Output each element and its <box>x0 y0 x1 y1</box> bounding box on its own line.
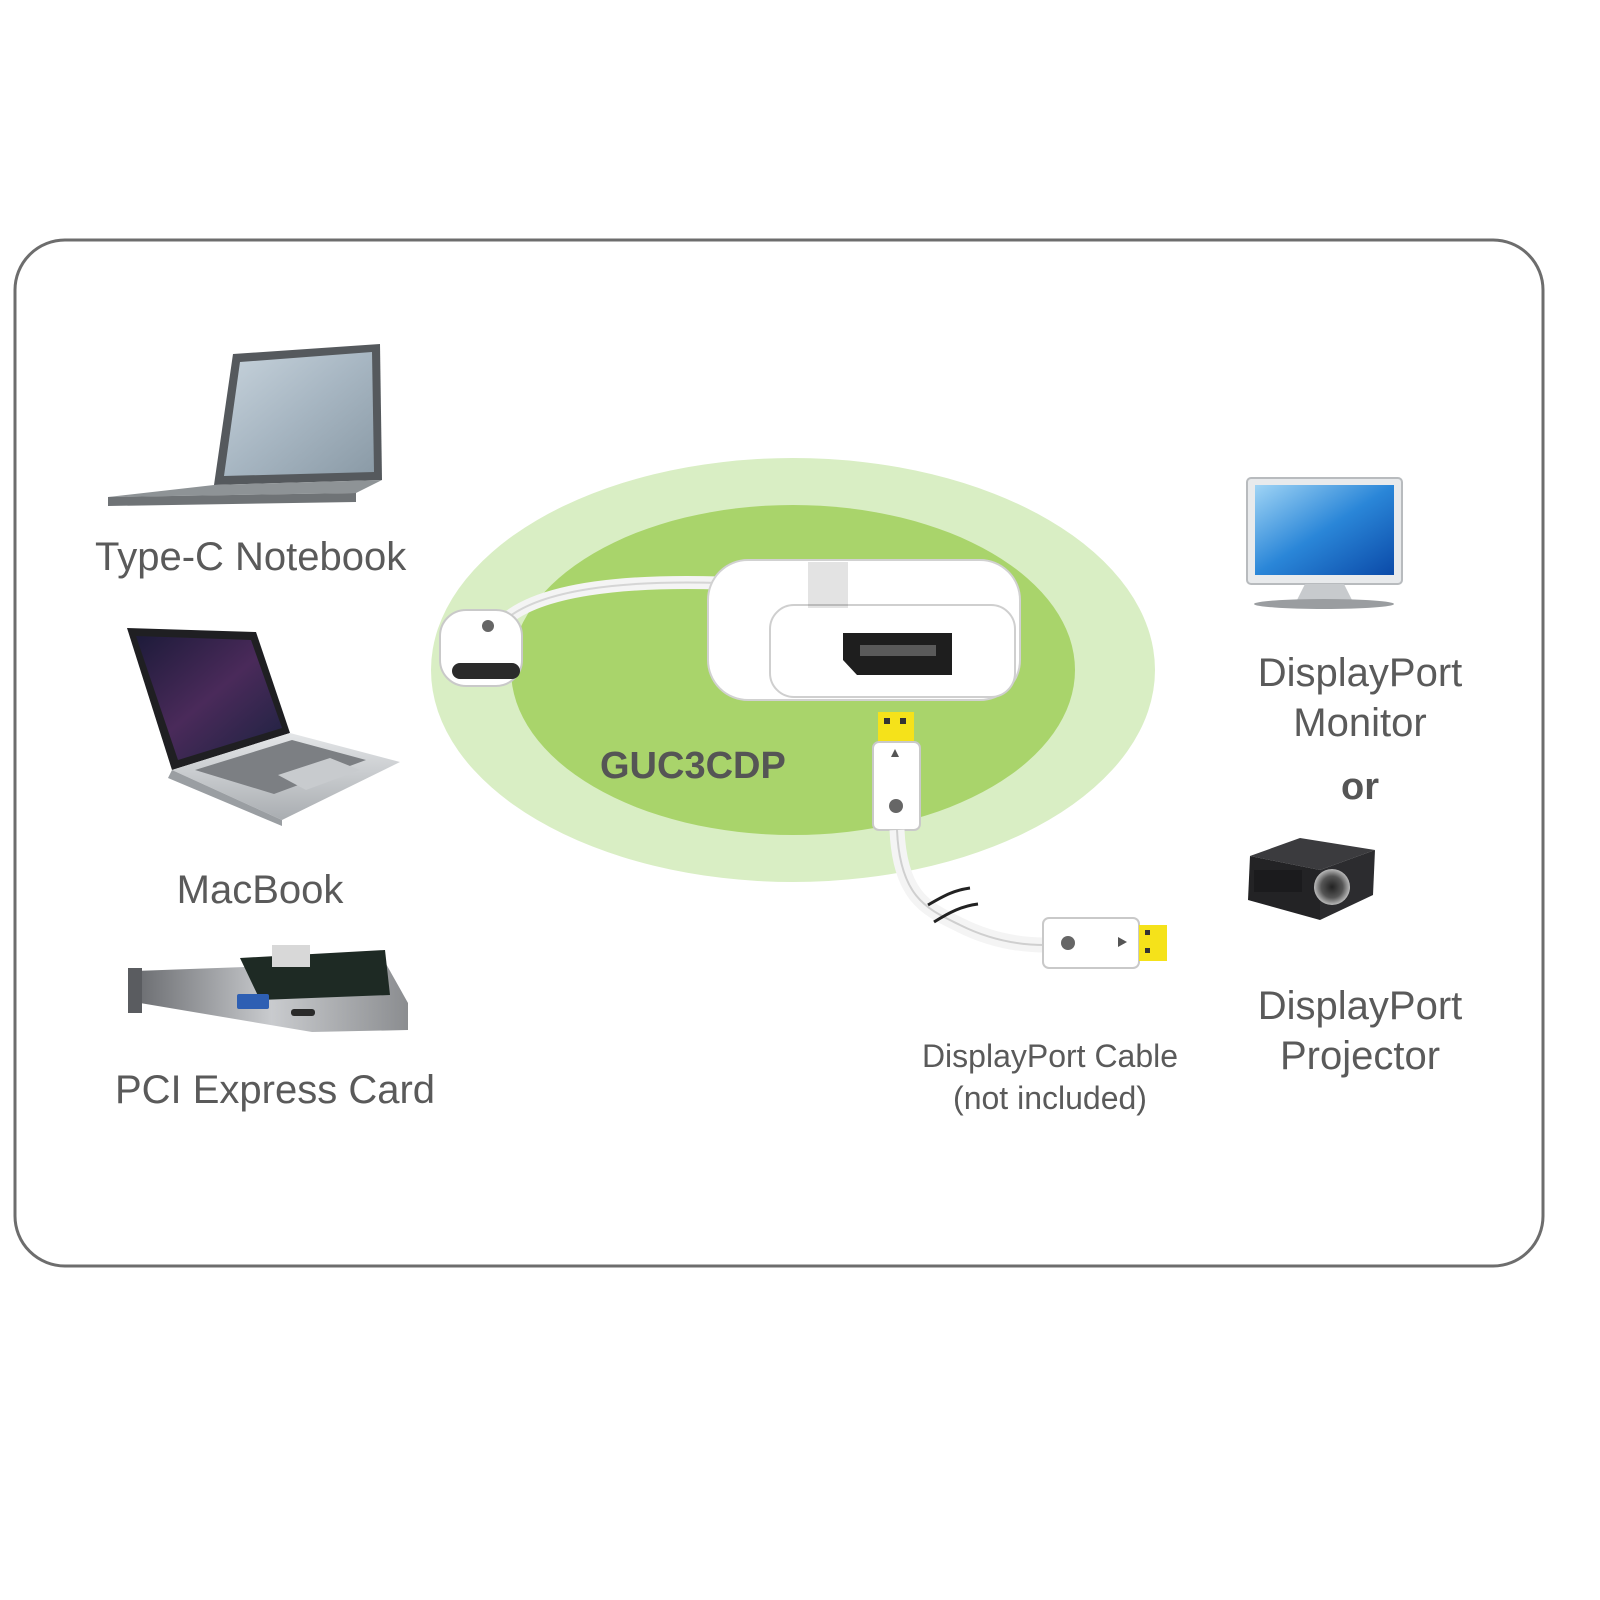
pci-express-card-icon <box>128 945 408 1032</box>
monitor-label-line2: Monitor <box>1293 701 1427 745</box>
projector-label-line1: DisplayPort <box>1257 984 1463 1028</box>
notebook-label: Type-C Notebook <box>95 535 407 579</box>
monitor-label: DisplayPort Monitor <box>1240 648 1480 748</box>
laptop-icon <box>108 344 382 506</box>
projector-label-line2: Projector <box>1279 1034 1441 1078</box>
adapter-model-label: GUC3CDP <box>600 745 786 787</box>
monitor-label-line1: DisplayPort <box>1257 651 1463 695</box>
pci-card-label: PCI Express Card <box>114 1068 436 1112</box>
or-separator: or <box>1341 766 1379 808</box>
cable-label: DisplayPort Cable (not included) <box>900 1035 1200 1119</box>
projector-label: DisplayPort Projector <box>1240 981 1480 1081</box>
displayport-cable-icon <box>872 712 1167 969</box>
macbook-icon <box>127 628 400 826</box>
cable-label-line1: DisplayPort Cable <box>921 1038 1179 1074</box>
projector-icon <box>1248 838 1375 920</box>
monitor-icon <box>1246 477 1403 609</box>
usb-c-to-displayport-adapter-icon <box>439 559 1021 701</box>
macbook-label: MacBook <box>176 868 344 912</box>
cable-label-line2: (not included) <box>953 1080 1147 1116</box>
